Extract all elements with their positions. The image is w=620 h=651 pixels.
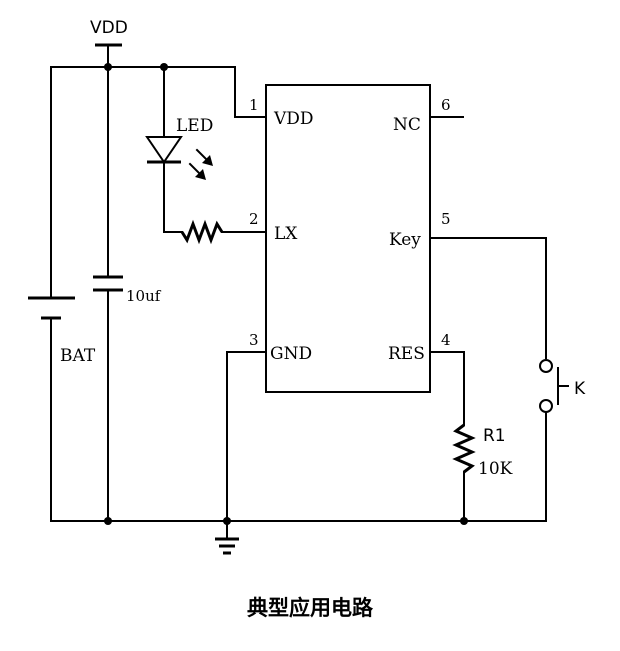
pin5-number: 5 — [441, 210, 451, 228]
pin5-name: Key — [389, 230, 421, 250]
push-button-switch-icon — [539, 359, 569, 413]
pin1-name: VDD — [273, 109, 314, 129]
pin3-number: 3 — [249, 331, 259, 349]
battery-label: BAT — [60, 346, 96, 366]
pin2-number: 2 — [249, 210, 259, 228]
led-label: LED — [176, 116, 213, 136]
junction-dot — [104, 517, 112, 525]
pin2-name: LX — [274, 224, 298, 244]
r1-resistor-zigzag — [452, 423, 476, 474]
vdd-supply-label: VDD — [90, 18, 128, 38]
pin6-name: NC — [393, 115, 421, 135]
ground-icon — [215, 520, 239, 555]
key-switch-label: K — [574, 379, 586, 399]
led-resistor-zigzag — [180, 219, 224, 245]
pin6-number: 6 — [441, 96, 451, 114]
r1-value-label: 10K — [478, 459, 513, 479]
led-light-arrows-icon — [188, 148, 213, 180]
led-diode-triangle — [145, 136, 183, 164]
r1-name-label: R1 — [483, 426, 506, 446]
pin1-number: 1 — [249, 96, 259, 114]
pin3-name: GND — [270, 344, 312, 364]
capacitor-label: 10uf — [126, 287, 162, 305]
pin4-name: RES — [388, 344, 425, 364]
pin4-number: 4 — [441, 331, 451, 349]
diagram-caption: 典型应用电路 — [247, 596, 374, 620]
